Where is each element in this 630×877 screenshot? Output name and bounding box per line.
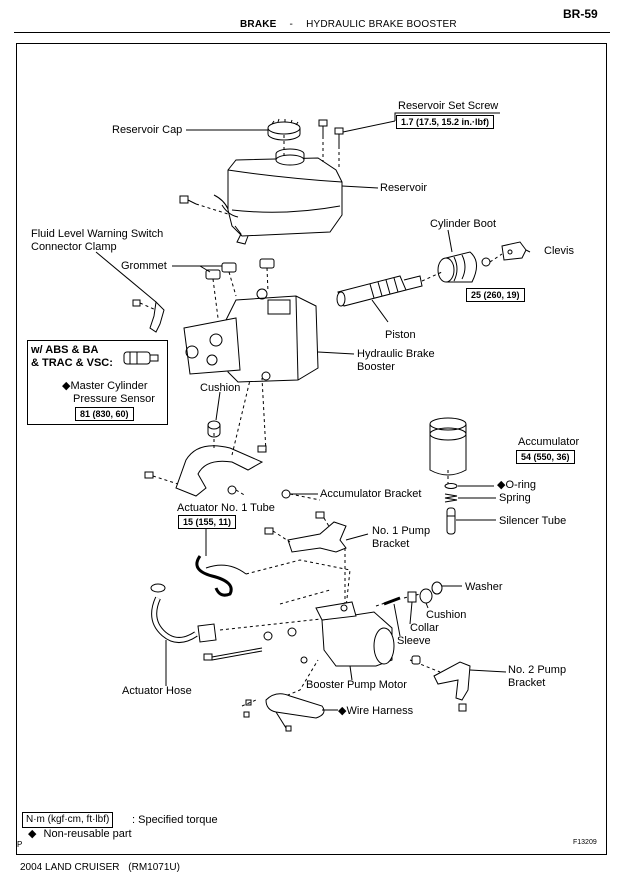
label-collar: Collar (410, 622, 439, 634)
nonreusable-mark: ◆ (497, 479, 506, 491)
clamp-bolt-part (132, 299, 141, 307)
reservoir-cap-part (267, 118, 301, 141)
long-bolt-part (203, 647, 263, 661)
reservoir-set-screw-part (318, 119, 344, 146)
header-separator: - (289, 19, 294, 30)
label-booster-pump-motor: Booster Pump Motor (306, 679, 407, 691)
torque-pressure-sensor: 81 (830, 60) (75, 407, 134, 421)
label-no1-pump-line1: No. 1 Pump (372, 525, 431, 537)
label-cushion-bottom: Cushion (426, 609, 467, 621)
label-actuator-no1-tube: Actuator No. 1 Tube (177, 502, 275, 514)
legend-torque-unit: N·m (kgf·cm, ft·lbf) (22, 812, 114, 828)
label-reservoir: Reservoir (380, 182, 428, 194)
label-abs-line2: & TRAC & VSC: (31, 357, 113, 369)
accumulator-bracket-part (144, 445, 291, 499)
section-name: BRAKE (240, 19, 277, 30)
label-master-cylinder-line2: Pressure Sensor (73, 393, 155, 405)
footer-model-name: 2004 LAND CRUISER (20, 862, 120, 873)
torque-accumulator: 54 (550, 36) (516, 450, 575, 464)
footer-code: (RM1071U) (128, 862, 180, 873)
piston-part (336, 275, 423, 307)
label-reservoir-cap: Reservoir Cap (112, 124, 183, 136)
torque-actuator-tube: 15 (155, 11) (178, 515, 237, 529)
legend-torque-desc: : Specified torque (132, 814, 218, 826)
label-abs-condition: w/ ABS & BA & TRAC & VSC: (31, 344, 113, 370)
silencer-tube-part (446, 507, 456, 535)
label-master-cylinder-line1: ◆Master Cylinder (62, 380, 148, 392)
actuator-tube-part (195, 555, 247, 597)
cylinder-boot-part (437, 251, 491, 283)
nonreusable-mark: ◆ (62, 380, 71, 392)
label-hydraulic-brake-booster: Hydraulic Brake Booster (357, 348, 435, 374)
collar-part (407, 591, 417, 603)
legend-nonreusable-desc: Non-reusable part (43, 828, 132, 840)
figure-id: F13209 (573, 839, 597, 846)
washer-part (431, 581, 443, 595)
nonreusable-mark: ◆ (28, 828, 37, 840)
label-o-ring: ◆O-ring (497, 479, 537, 491)
page-number: BR-59 (563, 7, 598, 21)
label-sleeve: Sleeve (397, 635, 431, 647)
label-fluid-level-warning-switch: Fluid Level Warning Switch (31, 228, 164, 240)
label-clevis: Clevis (544, 245, 574, 257)
label-accumulator-bracket: Accumulator Bracket (320, 488, 422, 500)
torque-reservoir-set-screw: 1.7 (17.5, 15.2 in.·lbf) (396, 115, 495, 129)
label-master-cylinder-pressure-sensor: ◆Master Cylinder Pressure Sensor (62, 380, 155, 406)
diagram-frame (16, 43, 607, 855)
accumulator-part (429, 417, 467, 476)
label-no1-pump-bracket: No. 1 Pump Bracket (372, 525, 430, 551)
clevis-part (501, 241, 527, 261)
pressure-sensor-part (123, 351, 159, 365)
connector-clamp-part (149, 300, 165, 333)
torque-clevis: 25 (260, 19) (466, 288, 525, 302)
label-accumulator: Accumulator (518, 436, 580, 448)
grommet-part (205, 258, 275, 280)
label-piston: Piston (385, 329, 416, 341)
label-actuator-hose: Actuator Hose (122, 685, 192, 697)
nonreusable-mark: ◆ (338, 705, 347, 717)
label-wire-harness: ◆Wire Harness (338, 705, 414, 717)
label-spring: Spring (499, 492, 531, 504)
o-ring-part (444, 483, 458, 489)
footer-model: 2004 LAND CRUISER (RM1071U) (20, 862, 180, 873)
booster-pump-motor-part (315, 601, 395, 667)
fitting-part (263, 631, 273, 641)
label-hydraulic-brake-line1: Hydraulic Brake (357, 348, 435, 360)
label-no2-pump-line1: No. 2 Pump (508, 664, 567, 676)
label-no1-pump-line2: Bracket (372, 538, 410, 550)
cushion-top-part (207, 420, 221, 438)
actuator-hose-part (150, 583, 217, 643)
label-hydraulic-brake-line2: Booster (357, 361, 395, 373)
header-rule (14, 32, 610, 33)
label-abs-line1: w/ ABS & BA (31, 344, 99, 356)
legend-nonreusable: ◆ Non-reusable part (28, 828, 132, 841)
label-no2-pump-line2: Bracket (508, 677, 546, 689)
wire-harness-part (243, 693, 325, 732)
reservoir-part (213, 148, 343, 245)
no2-pump-bracket-part (411, 655, 471, 712)
label-silencer-tube: Silencer Tube (499, 515, 567, 527)
label-connector-clamp: Connector Clamp (31, 241, 117, 253)
label-cushion-top: Cushion (200, 382, 241, 394)
hydraulic-brake-booster-part (183, 288, 319, 383)
label-reservoir-set-screw: Reservoir Set Screw (398, 100, 499, 112)
no1-pump-bracket-part (264, 511, 347, 553)
label-washer: Washer (465, 581, 503, 593)
p-mark: P (17, 840, 23, 849)
sleeve-part (383, 596, 401, 606)
spring-part (444, 493, 458, 503)
reservoir-bolt-part (179, 195, 197, 205)
label-cylinder-boot: Cylinder Boot (430, 218, 497, 230)
label-grommet: Grommet (121, 260, 167, 272)
leader-lines (95, 112, 531, 711)
section-title: BRAKE - HYDRAULIC BRAKE BOOSTER (240, 19, 457, 30)
cushion-bottom-part (419, 588, 433, 604)
label-no2-pump-bracket: No. 2 Pump Bracket (508, 664, 566, 690)
section-subtitle: HYDRAULIC BRAKE BOOSTER (306, 19, 457, 30)
